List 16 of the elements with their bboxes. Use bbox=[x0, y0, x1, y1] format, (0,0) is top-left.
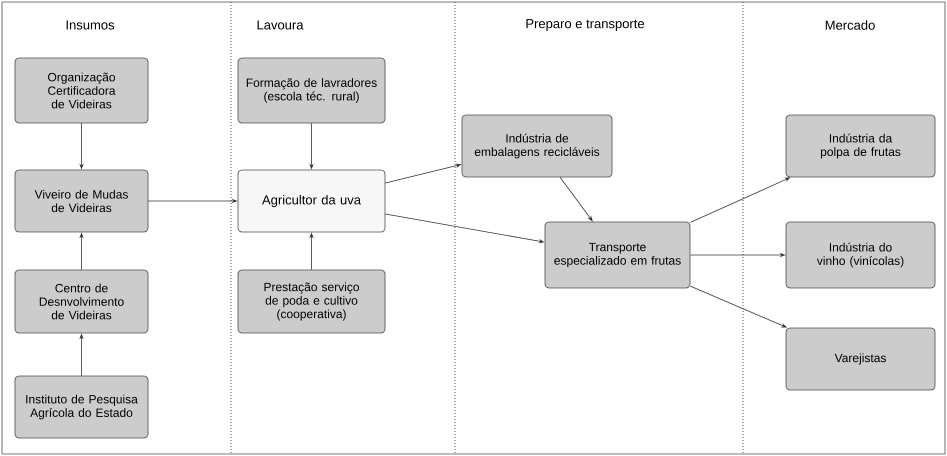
process-box: Indústria de embalagens recicláveis bbox=[462, 114, 612, 178]
process-box: Organização Certificadora de Videiras bbox=[14, 58, 148, 124]
process-box: Indústria da polpa de frutas bbox=[786, 114, 936, 178]
column-heading: Preparo e transporte bbox=[526, 19, 644, 31]
process-box: Agricultor da uva bbox=[238, 170, 386, 232]
process-box: Formação de lavradores (escola téc. rural) bbox=[238, 58, 386, 124]
process-box: Instituto de Pesquisa Agrícola do Estado bbox=[14, 376, 148, 438]
process-box: Prestação serviço de poda e cultivo (cooperativa) bbox=[238, 270, 386, 334]
column-heading: Mercado bbox=[826, 20, 875, 30]
process-box: Varejistas bbox=[786, 328, 936, 390]
process-box: Centro de Desnvolvimento de Videiras bbox=[14, 270, 148, 334]
process-box: Transporte especializado em frutas bbox=[544, 222, 690, 288]
process-box: Viveiro de Mudas de Videiras bbox=[14, 170, 148, 232]
column-heading: Insumos bbox=[66, 20, 114, 30]
column-heading: Lavoura bbox=[258, 20, 304, 30]
process-box: Indústria do vinho (vinícolas) bbox=[786, 222, 936, 288]
